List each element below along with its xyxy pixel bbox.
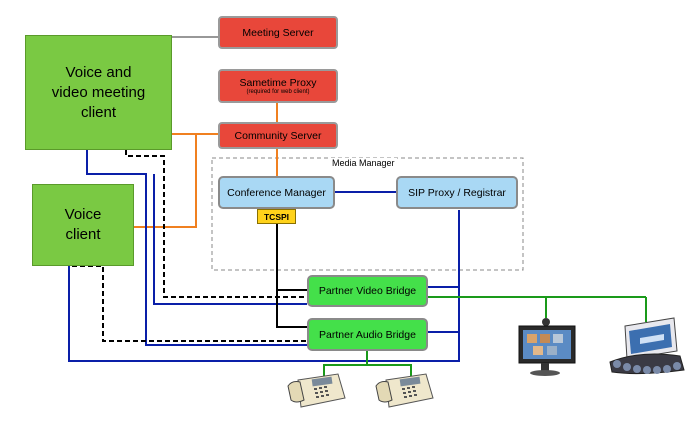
conference-manager[interactable]: Conference Manager bbox=[218, 176, 335, 209]
partner-audio-bridge-label: Partner Audio Bridge bbox=[319, 328, 416, 341]
meeting-server[interactable]: Meeting Server bbox=[218, 16, 338, 49]
tcspi-badge: TCSPI bbox=[257, 209, 296, 224]
meeting-server-label: Meeting Server bbox=[242, 26, 314, 39]
community-server-label: Community Server bbox=[234, 129, 322, 142]
partner-video-bridge-label: Partner Video Bridge bbox=[318, 285, 417, 297]
partner-audio-bridge[interactable]: Partner Audio Bridge bbox=[307, 318, 428, 351]
tcspi-label: TCSPI bbox=[263, 211, 290, 222]
client-label-line: video meeting bbox=[51, 83, 146, 101]
telepresence-system-icon bbox=[609, 317, 685, 375]
dashed-links bbox=[72, 150, 307, 342]
client-label-line: Voice bbox=[64, 206, 102, 223]
desk-phone-icon bbox=[287, 373, 346, 408]
voice-video-meeting-client[interactable]: Voice and video meeting client bbox=[25, 35, 172, 150]
desk-phone-icon bbox=[375, 373, 434, 408]
blue-links bbox=[68, 150, 460, 362]
sametime-proxy-label: Sametime Proxy bbox=[239, 76, 317, 89]
sip-proxy-registrar[interactable]: SIP Proxy / Registrar bbox=[396, 176, 518, 209]
video-endpoint-icon bbox=[518, 318, 576, 376]
sametime-proxy-note: (required for web client) bbox=[246, 88, 310, 95]
tcspi-links bbox=[276, 224, 307, 328]
sametime-proxy[interactable]: Sametime Proxy (required for web client) bbox=[218, 69, 338, 103]
conference-manager-label: Conference Manager bbox=[227, 186, 326, 199]
media-manager-label: Media Manager bbox=[330, 158, 397, 168]
sip-proxy-label: SIP Proxy / Registrar bbox=[408, 186, 506, 199]
voice-client[interactable]: Voice client bbox=[32, 184, 134, 266]
client-label-line: client bbox=[80, 103, 117, 121]
client-label-line: client bbox=[65, 226, 101, 243]
partner-video-bridge[interactable]: Partner Video Bridge bbox=[307, 275, 428, 307]
community-server[interactable]: Community Server bbox=[218, 122, 338, 149]
device-links bbox=[323, 296, 647, 378]
client-label-line: Voice and bbox=[65, 63, 132, 81]
